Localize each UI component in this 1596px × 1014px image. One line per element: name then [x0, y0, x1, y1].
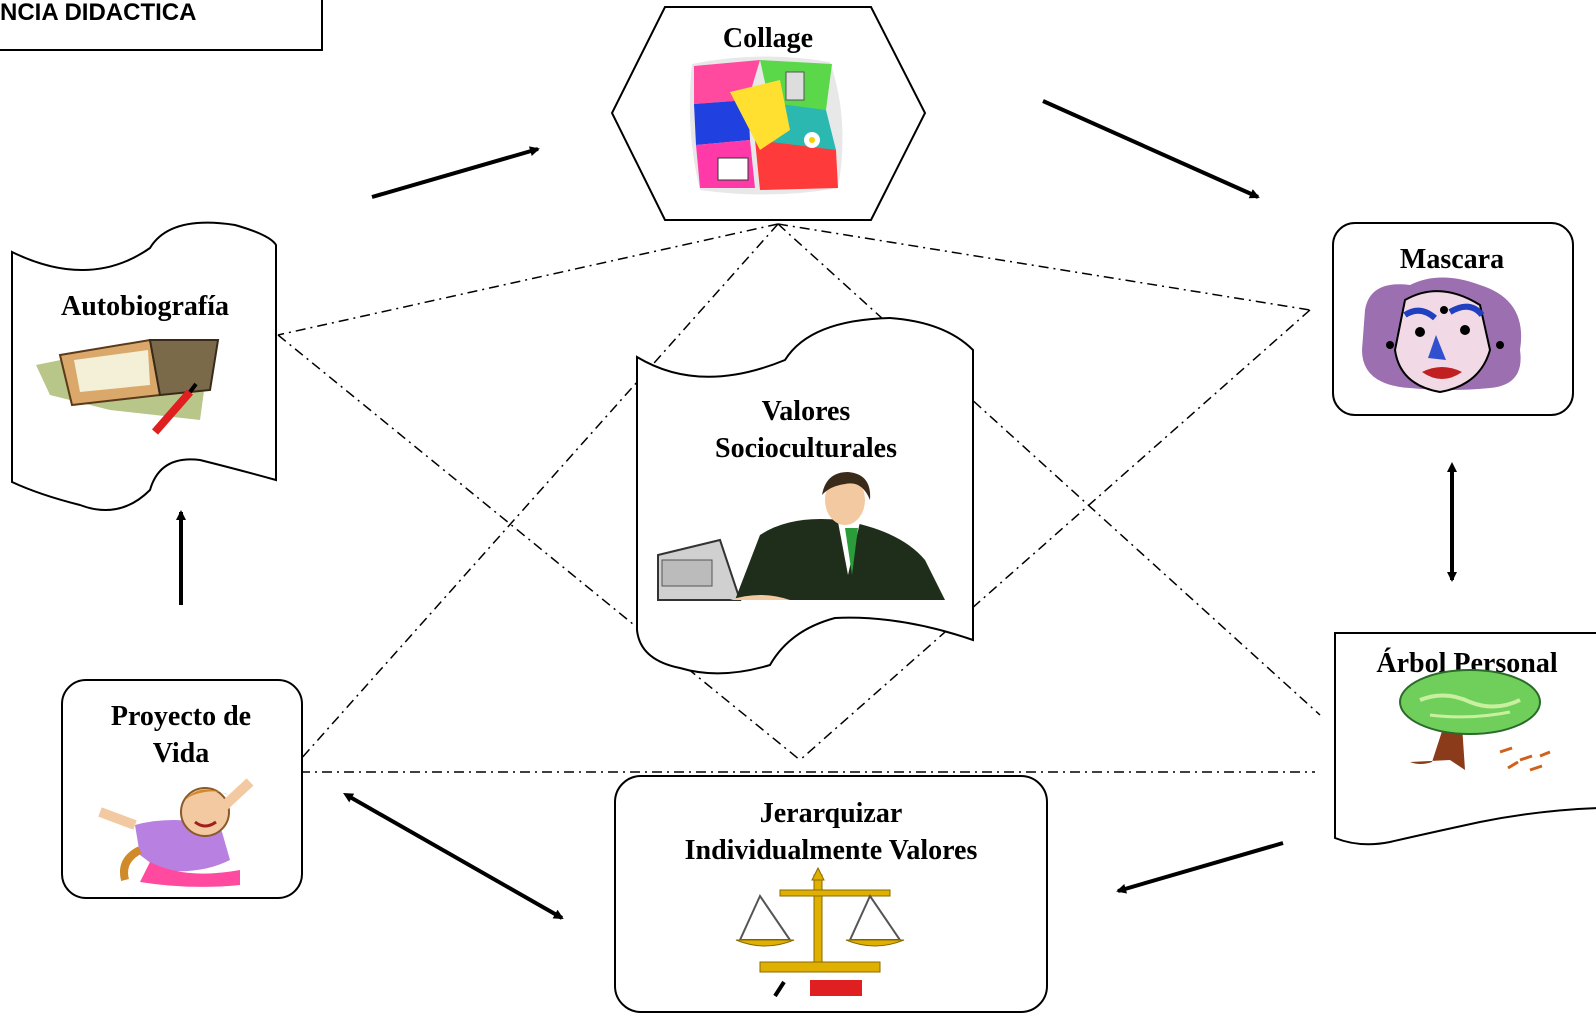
node-proyecto: Proyecto de Vida	[61, 679, 303, 899]
balance-scale-icon	[735, 866, 905, 998]
dash-autobiografia-jerarquizar	[277, 334, 801, 761]
arrow-autobiografia-to-collage	[371, 146, 540, 199]
mask-icon	[1362, 277, 1522, 394]
dashed-connections	[277, 223, 1321, 773]
collage-title: Collage	[723, 23, 813, 54]
mascara-title: Mascara	[1400, 244, 1504, 275]
header-label: NCIA DIDACTICA	[0, 0, 196, 26]
header-box: NCIA DIDACTICA	[0, 0, 323, 51]
arrow-jerarquizar-proyecto	[343, 793, 564, 920]
proyecto-line2: Vida	[153, 738, 210, 769]
tree-icon	[1399, 669, 1551, 772]
node-collage: Collage	[610, 6, 927, 221]
flow-arrows	[176, 99, 1457, 920]
dash-collage-arbol	[777, 223, 1321, 716]
proyecto-line1: Proyecto de	[111, 701, 251, 732]
node-autobiografia: Autobiografía	[11, 221, 277, 511]
node-arbol: Árbol Personal	[1334, 632, 1596, 846]
arrow-arbol-to-jerarquizar	[1116, 841, 1284, 894]
node-valores: Valores Socioculturales	[636, 316, 974, 675]
node-mascara: Mascara	[1332, 222, 1574, 416]
valores-line1: Valores	[762, 396, 851, 427]
businessman-computer-icon	[657, 472, 945, 601]
node-jerarquizar: Jerarquizar Individualmente Valores	[614, 775, 1048, 1013]
valores-line2: Socioculturales	[715, 433, 897, 464]
jerarquizar-line1: Jerarquizar	[760, 798, 903, 829]
dash-collage-proyecto	[299, 223, 779, 761]
dash-collage-mascara	[777, 223, 1311, 311]
dash-mascara-jerarquizar	[799, 309, 1311, 761]
jerarquizar-line2: Individualmente Valores	[685, 835, 978, 866]
jumping-child-icon	[98, 778, 254, 887]
book-pencil-icon	[36, 338, 220, 435]
food-collage-icon	[689, 56, 843, 195]
autobiografia-title: Autobiografía	[61, 291, 229, 322]
arrow-collage-to-mascara	[1042, 99, 1260, 199]
dash-collage-autobiografia	[277, 223, 779, 336]
